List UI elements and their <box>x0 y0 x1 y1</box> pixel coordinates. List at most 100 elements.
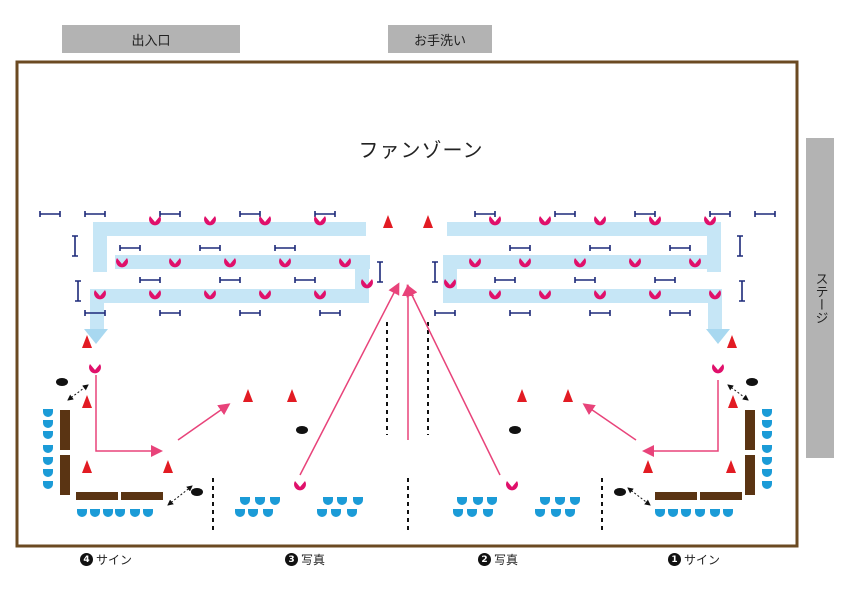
seat-icon <box>143 509 153 517</box>
traffic-cones <box>82 215 738 473</box>
seat-icon <box>762 431 772 439</box>
seat-icon <box>43 420 53 428</box>
station-text: 写真 <box>301 553 326 567</box>
stanchion-icon <box>654 277 676 283</box>
signing-table <box>60 410 70 450</box>
seat-icon <box>255 497 265 505</box>
seat-icon <box>347 509 357 517</box>
seat-icon <box>681 509 691 517</box>
entrance-text: 出入口 <box>131 33 171 49</box>
stanchion-icon <box>159 310 181 316</box>
staff-person-icon <box>712 364 725 374</box>
camera-eye-icon <box>746 378 758 386</box>
camera-eye-icon <box>614 488 626 496</box>
camera-eye-icon <box>191 488 203 496</box>
staff-person-icon <box>339 258 351 268</box>
staff-person-icon <box>594 216 606 226</box>
seat-icon <box>762 420 772 428</box>
seat-icon <box>457 497 467 505</box>
signing-table <box>121 492 163 500</box>
seat-icon <box>540 497 550 505</box>
staff-person-icon <box>94 290 107 300</box>
seat-icon <box>555 497 565 505</box>
station-number: 2 <box>478 553 491 566</box>
seat-icon <box>115 509 125 517</box>
staff-person-icon <box>149 290 161 300</box>
seat-icon <box>263 509 273 517</box>
stanchion-icon <box>474 211 496 217</box>
seat-icon <box>710 509 720 517</box>
stanchion-icon <box>274 245 296 251</box>
stanchion-icon <box>554 211 576 217</box>
staff-person-icon <box>709 290 722 300</box>
seat-icon <box>103 509 113 517</box>
queue-lane <box>93 222 366 236</box>
station-text: 写真 <box>494 553 519 567</box>
flow-arrow-icon <box>406 284 501 476</box>
seat-icon <box>483 509 493 517</box>
stanchion-icon <box>737 235 743 257</box>
flow-arrow-icon <box>177 403 231 441</box>
stanchion-icon <box>199 245 221 251</box>
stanchion-icon <box>589 245 611 251</box>
seat-icon <box>535 509 545 517</box>
traffic-cone-icon <box>423 215 433 228</box>
room-wall <box>15 60 799 548</box>
queue-lane <box>115 255 370 269</box>
entrance-label: 出入口 <box>62 25 240 53</box>
stanchion-icon <box>84 211 106 217</box>
staff-person-icon <box>489 290 501 300</box>
queue-lane <box>708 289 722 329</box>
seat-icon <box>90 509 100 517</box>
stanchion-icon <box>239 310 261 316</box>
stanchion-icon <box>39 211 61 217</box>
staff-person-icon <box>224 258 236 268</box>
stanchion-icon <box>634 211 656 217</box>
stanchion-icon <box>574 277 596 283</box>
restroom-label: お手洗い <box>388 25 492 53</box>
seat-icon <box>762 469 772 477</box>
staff-person-icon <box>594 290 606 300</box>
traffic-cone-icon <box>287 389 297 402</box>
traffic-cone-icon <box>82 335 92 348</box>
traffic-cone-icon <box>726 460 736 473</box>
traffic-cone-icon <box>243 389 253 402</box>
queue-arrow-icon <box>706 329 730 344</box>
staff-person-icon <box>629 258 641 268</box>
seat-icon <box>248 509 258 517</box>
staff-person-icon <box>704 216 716 226</box>
stanchion-icon <box>294 277 316 283</box>
staff-person-icon <box>204 290 216 300</box>
staff-person-icon <box>506 481 518 491</box>
seat-icon <box>668 509 678 517</box>
flow-arrow-icon <box>582 403 637 441</box>
seat-icon <box>762 481 772 489</box>
staff-person-icon <box>574 258 586 268</box>
stage-label: ステージ <box>806 138 834 458</box>
seat-icon <box>570 497 580 505</box>
exchange-arrow-icon <box>67 384 89 401</box>
station-number: 3 <box>285 553 298 566</box>
queue-arrow-icon <box>84 329 108 344</box>
seat-icon <box>762 445 772 453</box>
staff-person-icon <box>469 258 481 268</box>
camera-eye-icon <box>56 378 68 386</box>
seat-icon <box>240 497 250 505</box>
seat-icon <box>487 497 497 505</box>
staff-person-icon <box>689 258 702 268</box>
seat-icon <box>317 509 327 517</box>
staff-person-icon <box>539 290 551 300</box>
camera-markers <box>56 378 758 496</box>
staff-person-icon <box>89 364 101 374</box>
staff-person-icon <box>259 290 272 300</box>
seat-icon <box>353 497 363 505</box>
traffic-cone-icon <box>383 215 393 228</box>
stanchion-icon <box>432 261 438 283</box>
seat-icon <box>467 509 477 517</box>
seat-icon <box>43 481 53 489</box>
station-text: サイン <box>96 553 133 567</box>
staff-person-icon <box>539 216 551 226</box>
stanchion-icon <box>319 310 341 316</box>
flow-arrow-icon <box>299 282 400 476</box>
